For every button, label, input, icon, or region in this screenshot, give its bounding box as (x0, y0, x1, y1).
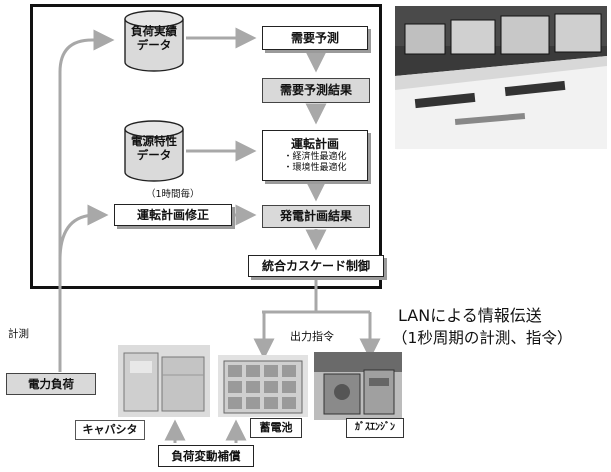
forecast-result-box: 需要予測結果 (262, 78, 370, 103)
load-data-line1: 負荷実績 (131, 24, 177, 38)
cascade-control-box: 統合カスケード制御 (248, 255, 384, 277)
gas-engine-label: ｶﾞｽｴﾝｼﾞﾝ (346, 418, 404, 438)
electric-load-box: 電力負荷 (6, 373, 96, 395)
power-data-line1: 電源特性 (131, 134, 177, 148)
measurement-label: 計測 (8, 328, 29, 340)
arrow-measure-to-revision (58, 204, 109, 261)
lan-cycle-label: （1秒周期の計測、指令） (392, 329, 573, 347)
control-room-photo (395, 6, 607, 149)
lan-transmission-label: LANによる情報伝送 (398, 306, 542, 325)
gas-engine-photo (314, 352, 402, 420)
power-characteristics-database: 電源特性 データ (124, 120, 184, 182)
capacitor-photo (118, 345, 210, 417)
arrow-measure-to-load-data (58, 29, 115, 372)
plan-revision-box: 運転計画修正 (114, 204, 232, 226)
load-data-line2: データ (136, 38, 172, 53)
demand-forecast-box: 需要予測 (262, 26, 368, 50)
environment-optimization-text: ・環境性最適化 (283, 163, 347, 173)
operation-plan-box: 運転計画 ・経済性最適化 ・環境性最適化 (262, 130, 368, 181)
load-record-database: 負荷実績 データ (124, 10, 184, 72)
output-command-label: 出力指令 (290, 330, 334, 343)
capacitor-label: キャパシタ (75, 420, 145, 440)
operation-plan-title: 運転計画 (290, 137, 339, 152)
load-compensation-box: 負荷変動補償 (158, 445, 254, 467)
economy-optimization-text: ・経済性最適化 (283, 152, 347, 163)
battery-label: 蓄電池 (250, 418, 302, 438)
generation-plan-result-box: 発電計画結果 (262, 205, 370, 228)
battery-photo (218, 355, 308, 417)
power-data-line2: データ (136, 148, 172, 163)
hourly-note: （1時間毎） (146, 189, 200, 200)
